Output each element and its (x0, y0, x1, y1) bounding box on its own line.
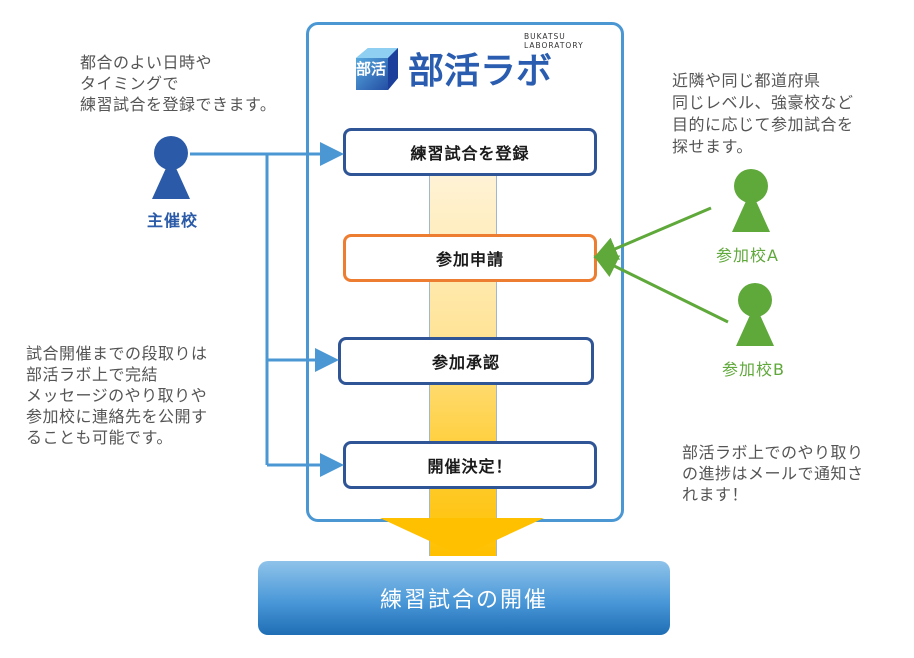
step-label: 参加承認 (431, 353, 500, 372)
step-label: 参加申請 (435, 250, 504, 269)
step-apply: 参加申請 (343, 234, 597, 282)
step-approve: 参加承認 (338, 337, 594, 385)
host-label: 主催校 (147, 211, 199, 230)
logo-title: 部活ラボ (408, 51, 553, 92)
step-register-match: 練習試合を登録 (343, 128, 597, 176)
logo-icon-text: 部活 (356, 60, 387, 78)
participant-a-label: 参加校A (716, 246, 779, 265)
participant-b-label: 参加校B (722, 360, 785, 379)
logo-subtitle-line2: LABORATORY (524, 41, 584, 50)
note-search-info: 近隣や同じ都道府県 同じレベル、強豪校など 目的に応じて参加試合を 探せます。 (672, 71, 854, 156)
result-match-held: 練習試合の開催 (258, 561, 670, 635)
participant-b-person-icon (730, 282, 780, 352)
participant-a-person-icon (726, 168, 776, 238)
logo-subtitle-line1: BUKATSU (524, 32, 566, 41)
note-notification-info: 部活ラボ上でのやり取り の進捗はメールで通知さ れます！ (682, 443, 864, 504)
result-label: 練習試合の開催 (379, 588, 548, 613)
step-label: 開催決定！ (427, 457, 513, 476)
connector-a-apply (593, 206, 712, 260)
note-register-info: 都合のよい日時や タイミングで 練習試合を登録できます。 (80, 53, 277, 114)
step-label: 練習試合を登録 (410, 144, 530, 163)
connector-b-apply (593, 255, 729, 324)
logo-cube-icon: 部活 (352, 44, 402, 94)
note-process-info: 試合開催までの段取りは 部活ラボ上で完結 メッセージのやり取りや 参加校に連絡先… (26, 344, 208, 447)
host-person-icon (146, 135, 196, 205)
step-decided: 開催決定！ (343, 441, 597, 489)
flow-arrow-head (380, 518, 544, 556)
